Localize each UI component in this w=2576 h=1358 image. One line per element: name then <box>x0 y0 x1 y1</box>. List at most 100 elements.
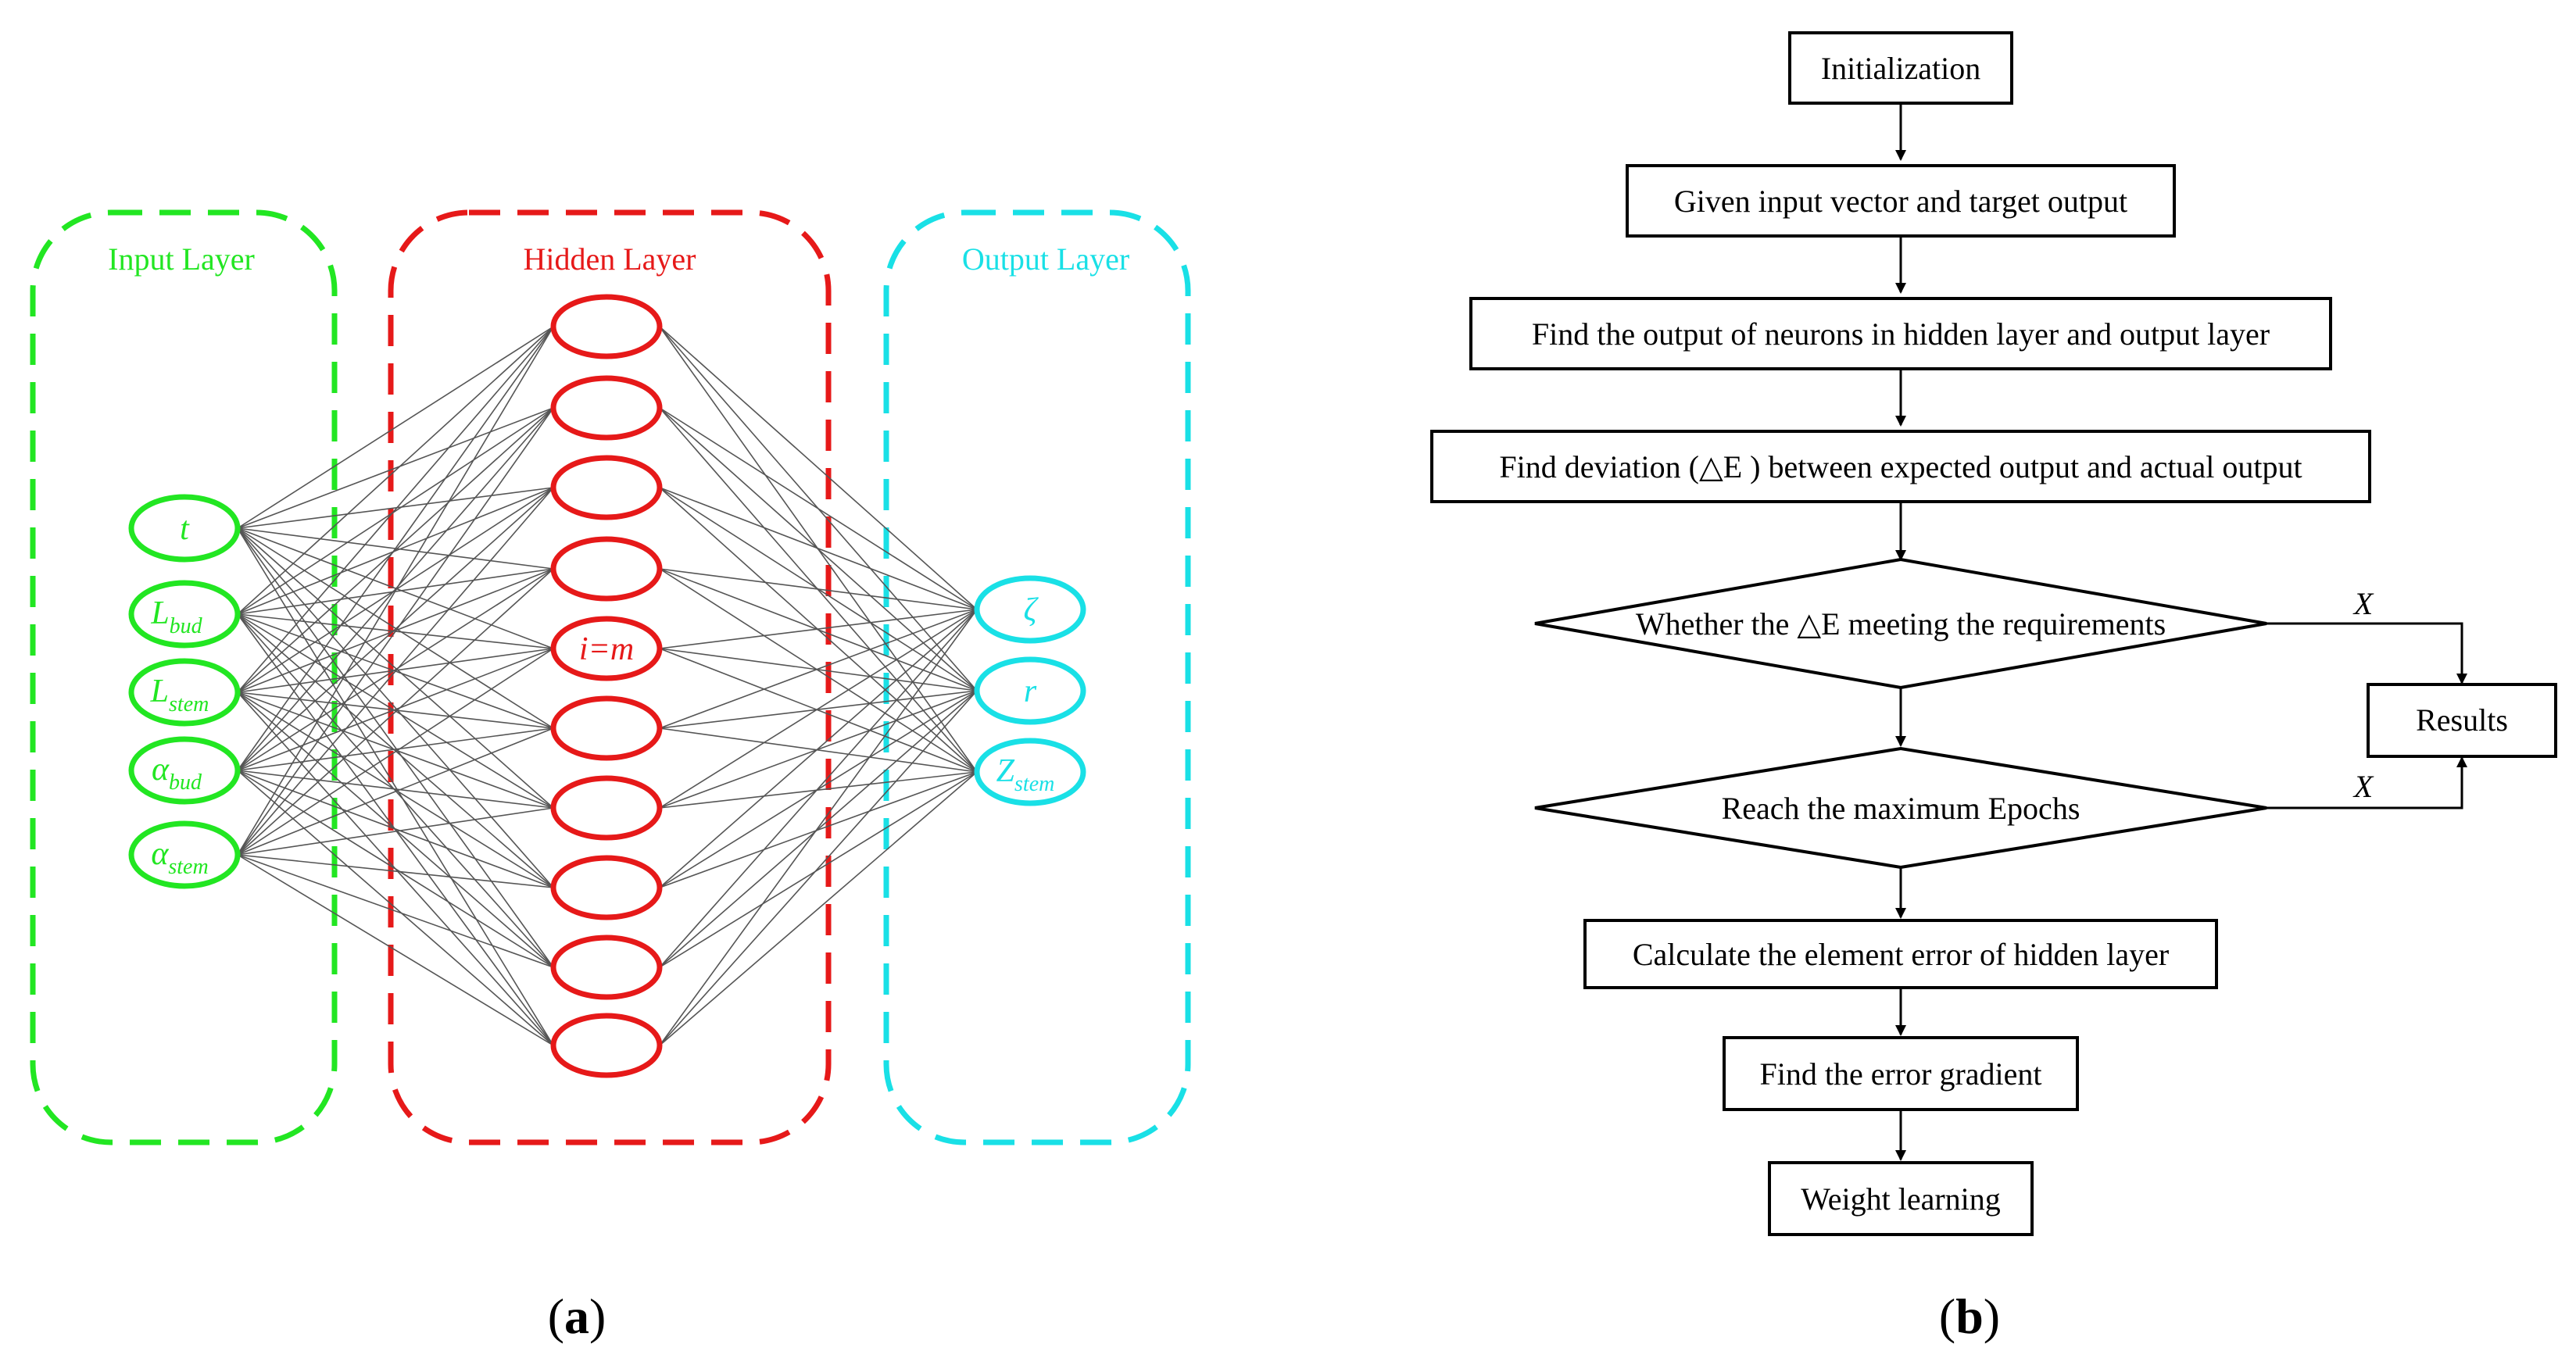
connection-input-2-hidden-6 <box>237 692 554 809</box>
connection-input-4-hidden-3 <box>237 568 554 856</box>
connection-input-0-hidden-8 <box>237 527 554 968</box>
svg-text:ζ: ζ <box>1023 592 1039 628</box>
connection-hidden-4-output-1 <box>659 648 978 692</box>
connection-hidden-1-output-0 <box>659 407 978 610</box>
svg-text:r: r <box>1024 674 1037 709</box>
output-node-2: Zstem <box>974 738 1086 806</box>
given-input-text: Given input vector and target output <box>1674 184 2127 219</box>
connection-input-2-hidden-1 <box>237 407 554 693</box>
connection-input-2-hidden-5 <box>237 692 554 729</box>
hidden-node-0 <box>550 294 663 359</box>
hidden-node-1 <box>550 375 663 441</box>
svg-text:t: t <box>180 511 190 547</box>
output-layer-title: Output Layer <box>962 241 1129 277</box>
error-gradient-text: Find the error gradient <box>1760 1056 2042 1092</box>
edge-requirements-to-results <box>2267 622 2467 684</box>
connection-hidden-9-output-2 <box>659 771 978 1046</box>
results-text: Results <box>2416 702 2508 738</box>
svg-text:Lbud: Lbud <box>150 595 202 638</box>
output-node-0: ζ <box>974 575 1086 644</box>
hidden-node-6 <box>550 775 663 841</box>
input-layer-title: Input Layer <box>108 241 255 277</box>
hidden-layer-title: Hidden Layer <box>523 241 696 277</box>
connection-input-3-hidden-0 <box>237 326 554 771</box>
panel-b-caption: (b) <box>1939 1288 2000 1344</box>
given-input-box <box>1626 164 2176 238</box>
connection-input-4-hidden-7 <box>237 854 554 888</box>
connection-hidden-0-output-0 <box>659 326 978 610</box>
weight-learning-text: Weight learning <box>1801 1181 2001 1217</box>
initialization-text: Initialization <box>1821 51 1980 86</box>
input-node-1: Lbud <box>128 580 241 649</box>
connection-input-0-hidden-1 <box>237 407 554 529</box>
connection-hidden-5-output-0 <box>659 609 978 729</box>
hidden-node-5 <box>550 695 663 761</box>
connection-input-3-hidden-5 <box>237 727 554 771</box>
connection-hidden-4-output-0 <box>659 609 978 649</box>
connection-input-1-hidden-0 <box>237 326 554 615</box>
connection-input-3-hidden-2 <box>237 487 554 771</box>
connection-input-3-hidden-8 <box>237 770 554 968</box>
input-node-4: αstem <box>128 820 241 889</box>
connection-input-4-hidden-1 <box>237 407 554 856</box>
connection-input-3-hidden-9 <box>237 770 554 1046</box>
find-deviation-text: Find deviation (△E ) between expected ou… <box>1499 449 2302 484</box>
error-gradient-box <box>1723 1036 2079 1111</box>
connection-input-4-hidden-5 <box>237 727 554 856</box>
svg-text:Lstem: Lstem <box>150 674 209 717</box>
edge-epochs-to-results <box>2267 756 2467 809</box>
connection-input-4-hidden-4 <box>237 648 554 856</box>
epochs-branch-label: X <box>2352 769 2374 804</box>
requirements-branch-label: X <box>2352 586 2374 621</box>
connection-hidden-5-output-1 <box>659 690 978 729</box>
connection-input-2-hidden-8 <box>237 692 554 968</box>
neural-network-diagram: Input Layer Hidden Layer Output Layer t … <box>30 209 1191 1344</box>
connection-hidden-6-output-0 <box>659 609 978 809</box>
hidden-node-9 <box>550 1013 663 1078</box>
find-deviation-box <box>1430 430 2371 503</box>
find-output-text: Find the output of neurons in hidden lay… <box>1532 316 2270 352</box>
connection-hidden-3-output-1 <box>659 568 978 692</box>
weight-learning-box <box>1768 1161 2034 1236</box>
connection-hidden-7-output-0 <box>659 609 978 888</box>
connection-input-1-hidden-1 <box>237 407 554 615</box>
calculate-error-text: Calculate the element error of hidden la… <box>1633 937 2169 972</box>
connection-input-3-hidden-3 <box>237 568 554 771</box>
output-node-1: r <box>974 656 1086 725</box>
connection-hidden-1-output-2 <box>659 407 978 773</box>
hidden-node-label: i=m <box>579 631 634 667</box>
connection-input-3-hidden-6 <box>237 770 554 809</box>
initialization-box <box>1788 31 2013 105</box>
connection-input-4-hidden-8 <box>237 854 554 968</box>
connection-hidden-5-output-2 <box>659 727 978 773</box>
connection-input-1-hidden-8 <box>237 613 554 968</box>
hidden-node-8 <box>550 935 663 1000</box>
epochs-text: Reach the maximum Epochs <box>1722 791 2080 826</box>
connection-hidden-3-output-0 <box>659 568 978 610</box>
requirements-decision <box>1534 557 2267 690</box>
epochs-decision <box>1534 746 2267 870</box>
connection-hidden-8-output-2 <box>659 771 978 968</box>
connection-hidden-6-output-2 <box>659 771 978 809</box>
hidden-nodes: i=m <box>550 294 663 1078</box>
connection-input-4-hidden-2 <box>237 487 554 856</box>
input-node-3: αbud <box>128 736 241 805</box>
find-output-box <box>1469 297 2332 370</box>
results-box <box>2367 683 2557 758</box>
hidden-node-3 <box>550 536 663 602</box>
connection-input-4-hidden-6 <box>237 807 554 856</box>
input-node-2: Lstem <box>128 658 241 727</box>
connection-input-3-hidden-4 <box>237 648 554 771</box>
connection-input-0-hidden-7 <box>237 527 554 888</box>
connection-input-3-hidden-1 <box>237 407 554 771</box>
hidden-node-7 <box>550 855 663 920</box>
connection-hidden-8-output-0 <box>659 609 978 968</box>
input-layer-box <box>30 209 338 1145</box>
connection-input-4-hidden-0 <box>237 326 554 856</box>
hidden-node-4 <box>550 616 663 681</box>
connection-input-2-hidden-7 <box>237 692 554 888</box>
svg-text:αbud: αbud <box>152 752 202 795</box>
connection-input-0-hidden-2 <box>237 487 554 529</box>
connection-input-0-hidden-6 <box>237 527 554 809</box>
